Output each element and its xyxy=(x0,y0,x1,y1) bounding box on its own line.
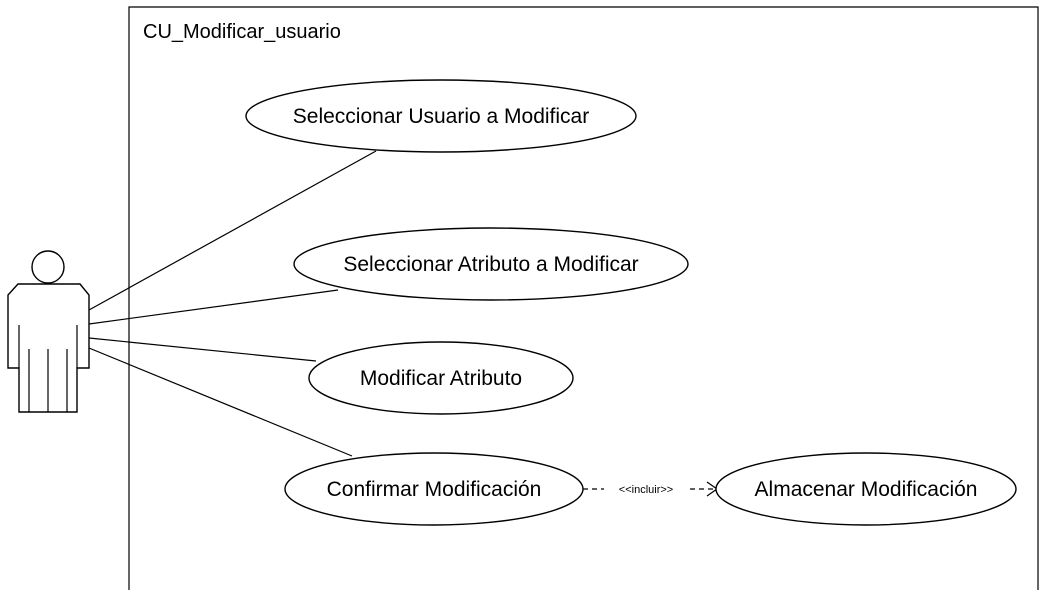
use-case-seleccionar-atributo[interactable]: Seleccionar Atributo a Modificar xyxy=(293,227,689,301)
use-case-label: Confirmar Modificación xyxy=(327,478,542,501)
use-case-ellipse xyxy=(308,341,574,415)
use-case-modificar-atributo[interactable]: Modificar Atributo xyxy=(308,341,574,415)
actor-body xyxy=(7,283,90,413)
system-title: CU_Modificar_usuario xyxy=(143,21,341,43)
use-case-label: Almacenar Modificación xyxy=(755,478,978,501)
use-case-label: Seleccionar Atributo a Modificar xyxy=(343,253,638,276)
actor-head xyxy=(31,250,65,284)
actor-stick-figure-icon[interactable] xyxy=(7,250,90,413)
association-seleccionar-atributo xyxy=(88,289,339,325)
system-boundary: CU_Modificar_usuario xyxy=(128,6,1039,590)
use-case-label: Modificar Atributo xyxy=(360,367,522,390)
include-relationship: <<incluir>> xyxy=(583,481,719,497)
use-case-ellipse xyxy=(715,452,1017,526)
associations xyxy=(88,150,377,457)
use-case-ellipse xyxy=(293,227,689,301)
system-boundary-frame xyxy=(128,6,1039,590)
include-label: <<incluir>> xyxy=(619,484,673,496)
association-confirmar-modificacion xyxy=(88,347,353,457)
use-case-confirmar-modificacion[interactable]: Confirmar Modificación xyxy=(284,452,584,526)
use-case-seleccionar-usuario[interactable]: Seleccionar Usuario a Modificar xyxy=(245,79,637,153)
use-case-label: Seleccionar Usuario a Modificar xyxy=(293,105,589,128)
use-case-almacenar-modificacion[interactable]: Almacenar Modificación xyxy=(715,452,1017,526)
association-seleccionar-usuario xyxy=(88,150,377,311)
use-case-ellipse xyxy=(245,79,637,153)
association-modificar-atributo xyxy=(88,337,317,362)
